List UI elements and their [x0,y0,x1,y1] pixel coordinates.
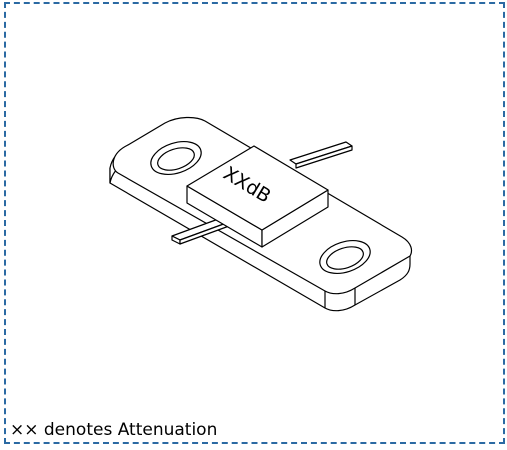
attenuator-body [186,145,329,248]
dashed-border-frame [4,2,505,444]
mounting-hole-left [150,141,202,175]
rear-lead [289,141,353,169]
attenuation-caption: ×× denotes Attenuation [10,420,218,440]
mounting-hole-right [319,240,371,274]
